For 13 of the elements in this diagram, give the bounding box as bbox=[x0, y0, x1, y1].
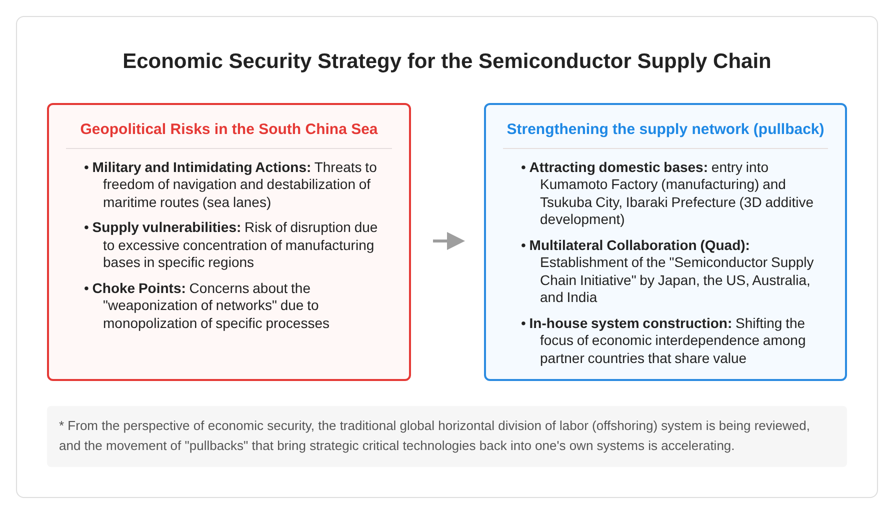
arrow bbox=[433, 232, 465, 250]
footnote: * From the perspective of economic security, the traditional global horizontal division of labor (offshoring) system is being reviewed, and the movement of "pullbacks" that bring strategic critical technologies back into one's own systems is accelerating. bbox=[47, 406, 847, 467]
bullet-item: • Choke Points: Concerns about the "weaponization of networks" due to monopolization of specific processes bbox=[84, 280, 331, 332]
bullet-item: • Attracting domestic bases: entry into Kumamoto Factory (manufacturing) and Tsukuba City, Ibaraki Prefecture (3D additive development) bbox=[521, 158, 814, 228]
panel-box bbox=[47, 103, 411, 381]
bullet-item: • Multilateral Collaboration (Quad): Establishment of the "Semiconductor Supply Chain Initiative" by Japan, the US, Australia, and India bbox=[521, 236, 815, 306]
panel-heading: Geopolitical Risks in the South China Sea bbox=[66, 119, 392, 148]
bullet-item: • Military and Intimidating Actions: Threats to freedom of navigation and destabilization of maritime routes (sea lanes) bbox=[84, 158, 378, 211]
bullet-item: • Supply vulnerabilities: Risk of disruption due to excessive concentration of manufacturing bases in specific regions bbox=[84, 219, 379, 272]
diagram-title: Economic Security Strategy for the Semiconductor Supply Chain bbox=[122, 49, 772, 75]
panel-heading: Strengthening the supply network (pullback) bbox=[503, 119, 828, 148]
panel-box bbox=[484, 103, 847, 381]
bullet-item: • In-house system construction: Shifting the focus of economic interdependence among partner countries that share value bbox=[521, 314, 807, 367]
